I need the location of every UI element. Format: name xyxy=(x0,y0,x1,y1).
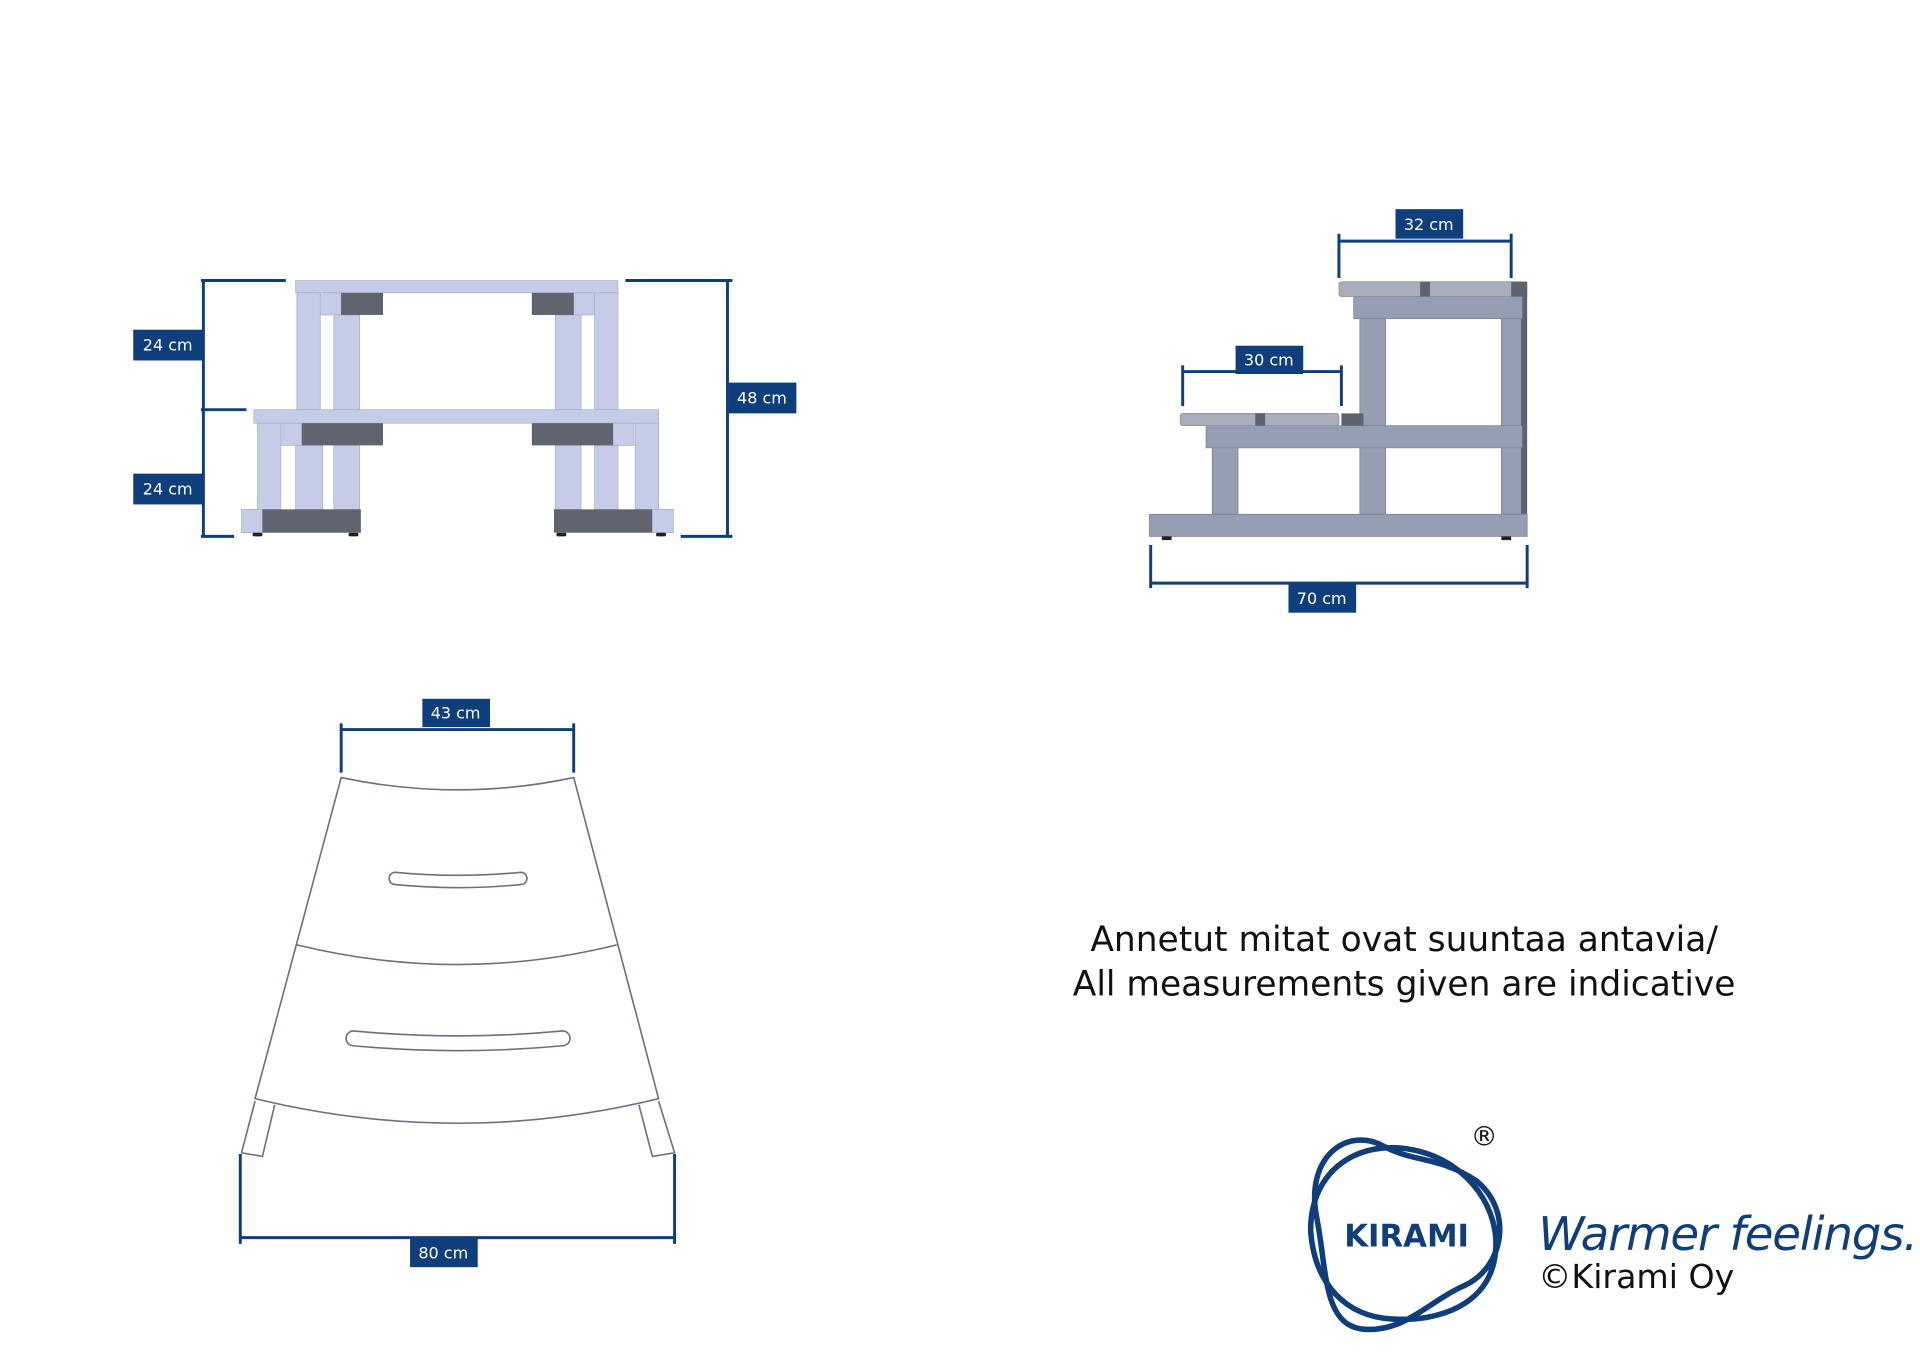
dim-depth-text: 70 cm xyxy=(1297,589,1347,608)
dim-lower-step-text: 30 cm xyxy=(1244,350,1294,369)
dimension-label-lower-height: 24 cm xyxy=(133,473,203,505)
note-finnish: Annetut mitat ovat suuntaa antavia/ xyxy=(1090,920,1718,960)
top-view-drawing xyxy=(240,776,676,1158)
side-view-drawing xyxy=(1149,281,1528,541)
dimension-label-top-width: 43 cm xyxy=(422,698,491,728)
dim-lower-text: 24 cm xyxy=(143,480,193,499)
dimension-label-depth: 70 cm xyxy=(1288,583,1357,613)
logo-wordmark: KIRAMI xyxy=(1344,1218,1469,1254)
dimension-label-upper-height: 24 cm xyxy=(133,329,203,361)
kirami-logo: KIRAMI ® xyxy=(1307,1121,1503,1333)
dim-bottom-width-text: 80 cm xyxy=(418,1244,468,1263)
copyright: ©Kirami Oy xyxy=(1538,1257,1734,1296)
dim-total-text: 48 cm xyxy=(737,389,787,408)
dimension-label-bottom-width: 80 cm xyxy=(410,1237,478,1268)
dim-upper-text: 24 cm xyxy=(143,336,193,355)
side-view-dimensions: 32 cm 30 cm 70 cm xyxy=(1149,209,1529,613)
dimension-label-total-height: 48 cm xyxy=(728,382,797,414)
dim-top-step-text: 32 cm xyxy=(1404,215,1454,234)
top-view-dimensions: 43 cm 80 cm xyxy=(238,698,677,1268)
front-view-drawing xyxy=(241,280,674,537)
registered-mark: ® xyxy=(1471,1121,1498,1152)
dimension-label-top-step: 32 cm xyxy=(1395,209,1464,239)
dimension-label-lower-step: 30 cm xyxy=(1235,345,1304,375)
tagline: Warmer feelings. xyxy=(1538,1208,1917,1262)
note-english: All measurements given are indicative xyxy=(1073,964,1736,1004)
front-view-dimensions: 24 cm 24 cm 48 cm xyxy=(133,279,797,538)
dim-top-width-text: 43 cm xyxy=(431,703,481,722)
